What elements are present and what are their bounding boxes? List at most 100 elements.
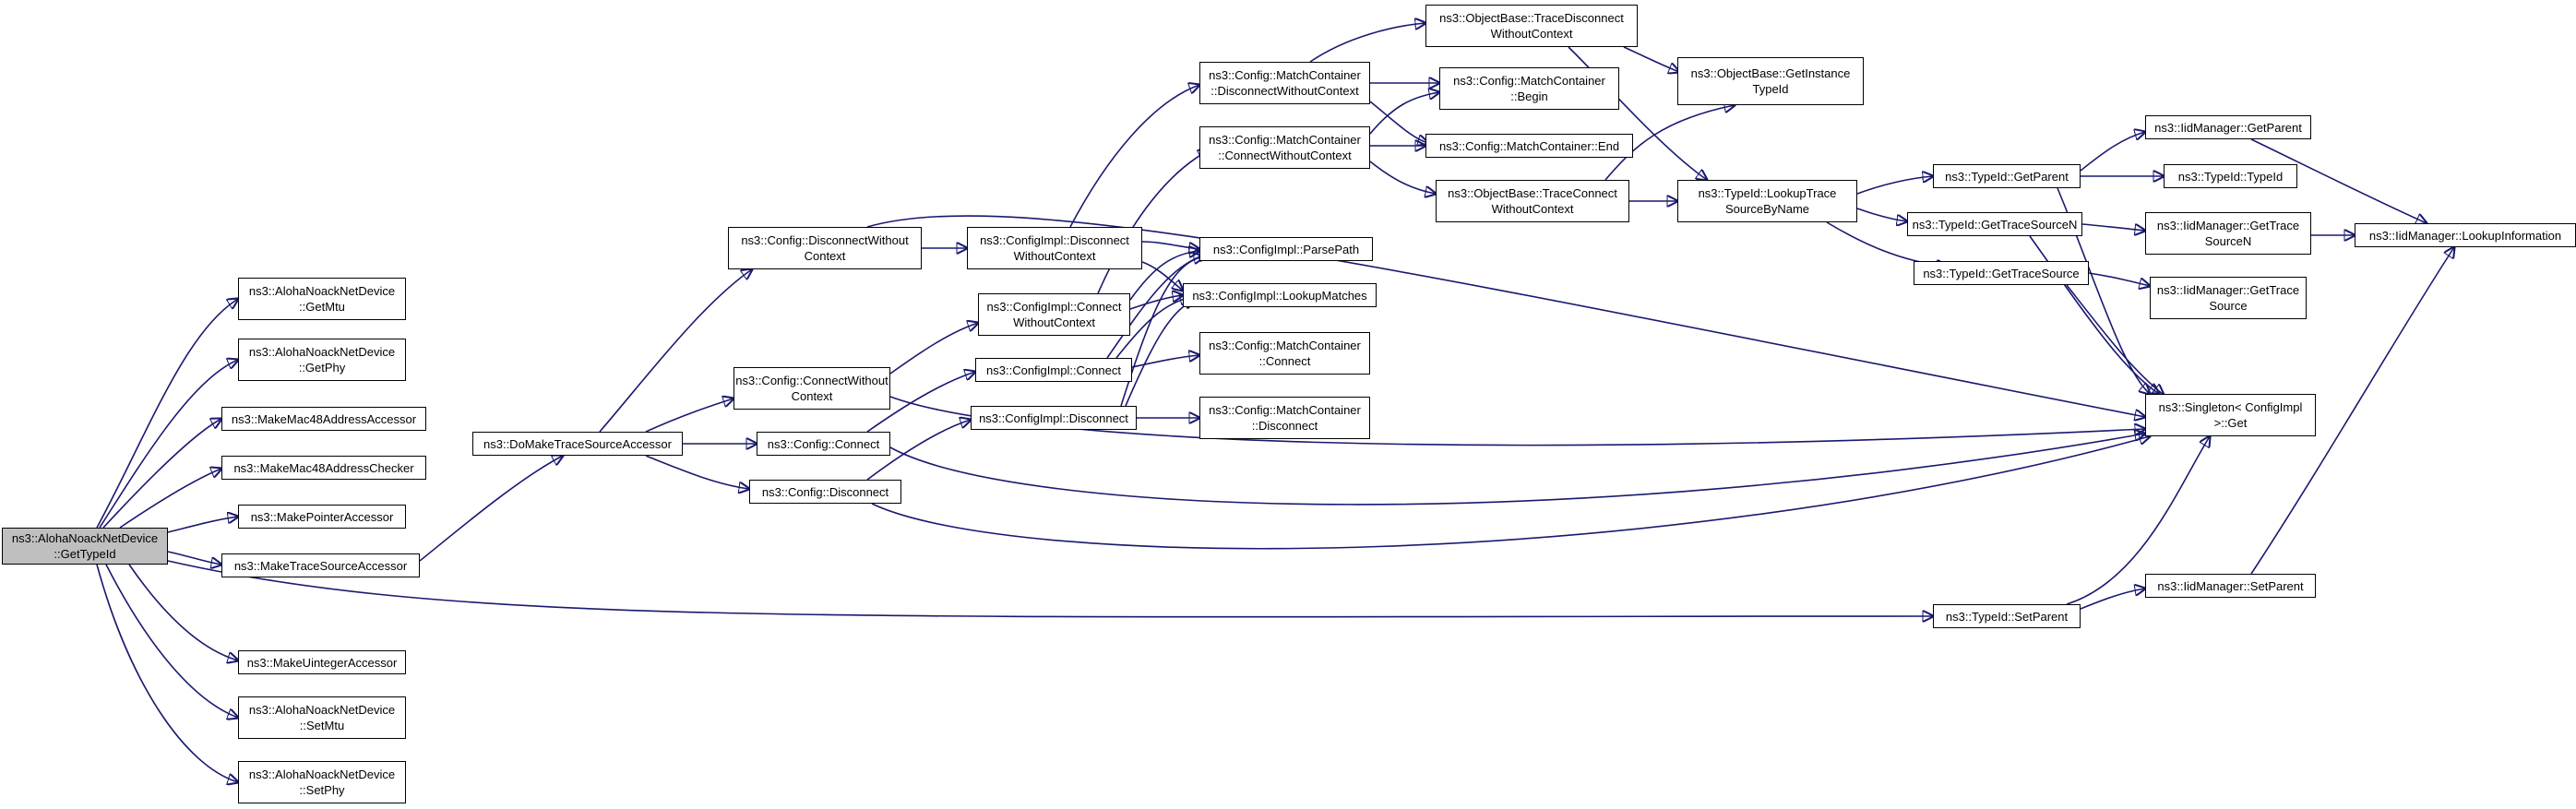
node-label-line: ns3::DoMakeTraceSourceAccessor [483, 436, 672, 451]
node-label-line: ns3::Config::DisconnectWithout [741, 233, 909, 247]
node-label-line: ::GetTypeId [54, 547, 116, 561]
node-label-line: Context [804, 249, 846, 263]
node-tidSetParent[interactable]: ns3::TypeId::SetParent [1933, 604, 2081, 628]
node-mcEnd[interactable]: ns3::Config::MatchContainer::End [1425, 134, 1633, 158]
node-label-line: ns3::Config::MatchContainer [1209, 403, 1361, 417]
edge-root-to-tidSetParent [167, 560, 1933, 617]
node-label-line: ns3::MakeTraceSourceAccessor [233, 558, 408, 573]
node-label-line: ::GetPhy [298, 361, 346, 375]
node-implDisconnect[interactable]: ns3::ConfigImpl::Disconnect [971, 406, 1137, 430]
node-mcConnect[interactable]: ns3::Config::MatchContainer::Connect [1199, 332, 1370, 375]
edge-obTraceDisc-to-lookupTS [1568, 46, 1707, 180]
edge-root-to-mkmac48chk [119, 469, 221, 529]
node-mkmac48acc[interactable]: ns3::MakeMac48AddressAccessor [221, 407, 426, 431]
edge-lookupTS-to-tidGetParent [1856, 176, 1933, 195]
node-label-line: ::SetMtu [299, 719, 345, 732]
node-setmtu[interactable]: ns3::AlohaNoackNetDevice::SetMtu [238, 696, 406, 739]
edge-tidGetTS-to-iidGetTS [2088, 272, 2150, 286]
node-label-line: ns3::TypeId::GetTraceSource [1923, 266, 2080, 280]
node-label-line: ns3::IidManager::GetParent [2154, 120, 2302, 135]
node-cfgdisconnect[interactable]: ns3::Config::Disconnect [749, 480, 901, 504]
edge-mcConnWoc-to-obTraceConn [1369, 161, 1436, 194]
node-mcConnWoc[interactable]: ns3::Config::MatchContainer::ConnectWith… [1199, 126, 1370, 169]
edge-tidGetParent-to-iidGetParent [2080, 132, 2145, 172]
node-mkmac48chk[interactable]: ns3::MakeMac48AddressChecker [221, 456, 426, 480]
node-lookupMatches[interactable]: ns3::ConfigImpl::LookupMatches [1183, 283, 1377, 307]
node-label-line: ns3::Singleton< ConfigImpl [2158, 400, 2303, 414]
node-tidGetParent[interactable]: ns3::TypeId::GetParent [1933, 164, 2081, 188]
edge-root-to-getmtu [96, 299, 238, 529]
node-label-line: ns3::TypeId::LookupTrace [1698, 186, 1837, 200]
node-label-line: ns3::Config::MatchContainer [1209, 339, 1361, 352]
edge-lookupTS-to-tidGetTSN [1856, 208, 1907, 221]
edge-domktsacc-to-cfgdiscwoc [599, 269, 752, 433]
node-label-line: ns3::Config::MatchContainer::End [1438, 138, 1620, 153]
node-mktsacc[interactable]: ns3::MakeTraceSourceAccessor [221, 553, 420, 577]
node-singleton[interactable]: ns3::Singleton< ConfigImpl>::Get [2145, 394, 2316, 436]
edge-obTraceConn-to-obGetInst [1604, 105, 1735, 181]
node-setphy[interactable]: ns3::AlohaNoackNetDevice::SetPhy [238, 761, 406, 803]
edge-mcConnWoc-to-mcBegin [1369, 92, 1439, 135]
node-iidSetParent[interactable]: ns3::IidManager::SetParent [2145, 574, 2316, 598]
node-label-line: TypeId [1752, 82, 1789, 96]
node-mkuintacc[interactable]: ns3::MakeUintegerAccessor [238, 650, 406, 674]
node-label-line: >::Get [2213, 416, 2248, 430]
node-label-line: ns3::AlohaNoackNetDevice [248, 284, 396, 298]
node-mkptracc[interactable]: ns3::MakePointerAccessor [238, 505, 406, 529]
edge-root-to-mkuintacc [128, 564, 238, 660]
node-label-line: ns3::Config::MatchContainer [1453, 74, 1605, 88]
node-label-line: Context [791, 389, 833, 403]
node-label-line: ns3::ConfigImpl::ParsePath [1212, 242, 1360, 256]
node-label-line: ns3::MakeMac48AddressChecker [233, 460, 414, 475]
node-getphy[interactable]: ns3::AlohaNoackNetDevice::GetPhy [238, 339, 406, 381]
node-label-line: ns3::ConfigImpl::Connect [986, 363, 1121, 377]
node-parsePath[interactable]: ns3::ConfigImpl::ParsePath [1199, 237, 1373, 261]
node-label-line: ns3::Config::ConnectWithout [735, 374, 888, 387]
node-iidGetParent[interactable]: ns3::IidManager::GetParent [2145, 115, 2311, 139]
edge-cfgconnect-to-implConnect [866, 372, 975, 433]
edge-root-to-getphy [99, 360, 238, 529]
node-mcDiscWoc[interactable]: ns3::Config::MatchContainer::DisconnectW… [1199, 62, 1370, 104]
node-label-line: ::Begin [1510, 89, 1548, 103]
node-label-line: ns3::ObjectBase::TraceDisconnect [1439, 11, 1624, 25]
node-domktsacc[interactable]: ns3::DoMakeTraceSourceAccessor [472, 432, 683, 456]
edge-mcDiscWoc-to-obTraceDisc [1309, 23, 1425, 63]
node-label-line: ::SetPhy [299, 783, 345, 797]
node-label-line: ns3::TypeId::TypeId [2177, 169, 2284, 184]
node-label-line: SourceN [2204, 234, 2252, 248]
node-label-line: WithoutContext [1013, 315, 1095, 329]
node-tidGetTSN[interactable]: ns3::TypeId::GetTraceSourceN [1907, 212, 2082, 236]
node-cfgconnect[interactable]: ns3::Config::Connect [757, 432, 890, 456]
edge-root-to-mktsacc [167, 551, 221, 565]
node-mcDisconnect[interactable]: ns3::Config::MatchContainer::Disconnect [1199, 397, 1370, 439]
node-iidLookup[interactable]: ns3::IidManager::LookupInformation [2355, 223, 2576, 247]
edge-root-to-setmtu [105, 564, 238, 718]
node-label-line: ns3::ObjectBase::GetInstance [1690, 66, 1851, 80]
node-tidGetTS[interactable]: ns3::TypeId::GetTraceSource [1914, 261, 2089, 285]
node-implConnect[interactable]: ns3::ConfigImpl::Connect [975, 358, 1132, 382]
node-label-line: ns3::AlohaNoackNetDevice [11, 531, 159, 545]
node-label-line: ns3::TypeId::SetParent [1945, 609, 2069, 624]
node-label-line: ns3::ConfigImpl::LookupMatches [1192, 288, 1367, 303]
edge-obTraceDisc-to-obGetInst [1623, 46, 1679, 72]
edge-tidSetParent-to-iidSetParent [2080, 589, 2145, 610]
node-tidTypeId[interactable]: ns3::TypeId::TypeId [2164, 164, 2297, 188]
edge-implDiscWoc-to-mcDiscWoc [1069, 85, 1199, 228]
node-mcBegin[interactable]: ns3::Config::MatchContainer::Begin [1439, 67, 1619, 110]
node-label-line: ::Connect [1258, 354, 1311, 368]
node-label-line: WithoutContext [1491, 202, 1574, 216]
edge-implConnWoc-to-parsePath [1129, 251, 1199, 301]
edge-domktsacc-to-cfgconnwoc [645, 399, 733, 433]
node-getmtu[interactable]: ns3::AlohaNoackNetDevice::GetMtu [238, 278, 406, 320]
node-label-line: ::DisconnectWithoutContext [1210, 84, 1359, 98]
